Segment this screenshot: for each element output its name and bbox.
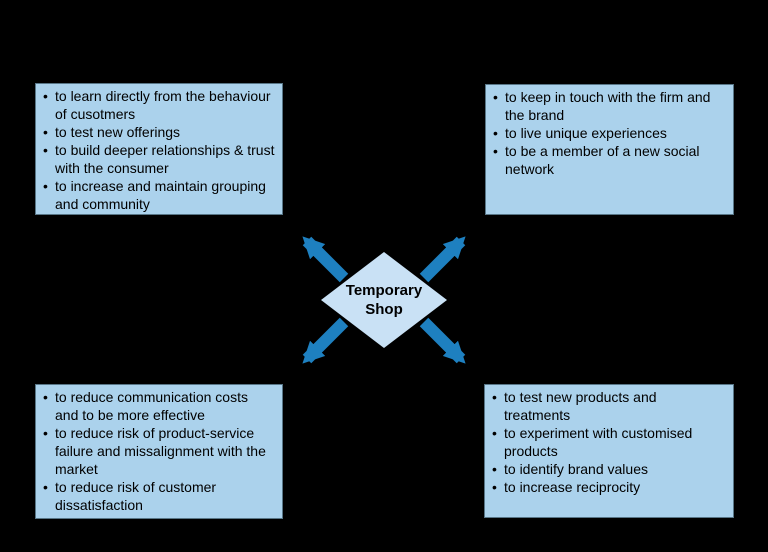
bullet-item: to increase reciprocity [491,478,726,496]
bullet-item: to test new offerings [42,123,275,141]
bullet-item: to increase and maintain grouping and co… [42,177,275,213]
benefits-box-bottom-right: to test new products and treatments to e… [484,384,734,518]
arrow-bottom-left-icon [302,317,349,364]
bullet-item: to reduce communication costs and to be … [42,388,275,424]
bullet-item: to learn directly from the behaviour of … [42,87,275,123]
benefits-box-top-left: to learn directly from the behaviour of … [35,83,283,215]
bullet-list: to keep in touch with the firm and the b… [492,88,726,178]
temporary-shop-diamond [321,252,447,348]
benefits-box-bottom-left: to reduce communication costs and to be … [35,384,283,519]
bullet-item: to test new products and treatments [491,388,726,424]
bullet-item: to reduce risk of customer dissatisfacti… [42,478,275,514]
bullet-item: to identify brand values [491,460,726,478]
bullet-item: to keep in touch with the firm and the b… [492,88,726,124]
temporary-shop-label: Temporary Shop [345,282,423,318]
bullet-item: to reduce risk of product-service failur… [42,424,275,478]
arrow-top-right-icon [419,236,466,283]
bullet-item: to be a member of a new social network [492,142,726,178]
arrow-top-left-icon [302,236,349,283]
bullet-list: to learn directly from the behaviour of … [42,87,275,213]
bullet-item: to experiment with customised products [491,424,726,460]
benefits-box-top-right: to keep in touch with the firm and the b… [485,84,734,215]
bullet-item: to build deeper relationships & trust wi… [42,141,275,177]
bullet-list: to test new products and treatments to e… [491,388,726,496]
bullet-item: to live unique experiences [492,124,726,142]
bullet-list: to reduce communication costs and to be … [42,388,275,514]
arrow-bottom-right-icon [419,317,466,364]
